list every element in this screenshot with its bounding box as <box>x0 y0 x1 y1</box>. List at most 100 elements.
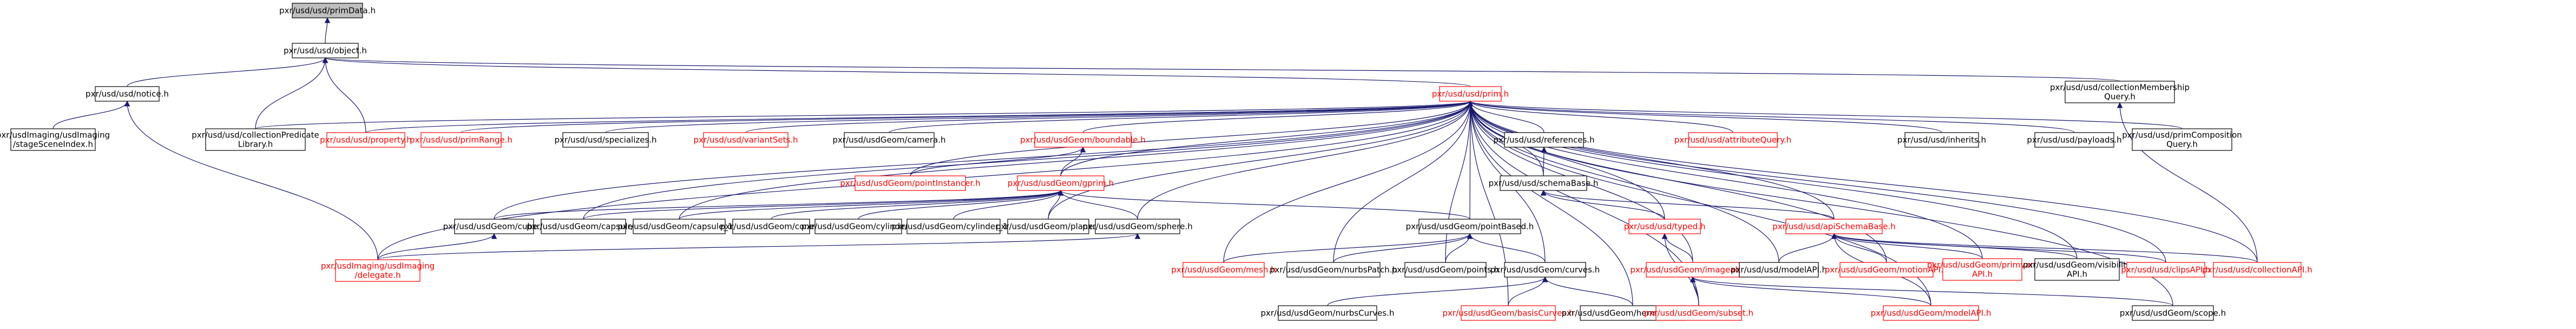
header-node-cube[interactable]: pxr/usd/usdGeom/cube.h <box>443 219 546 234</box>
header-node-cylinder[interactable]: pxr/usd/usdGeom/cylinder.h <box>801 219 916 234</box>
header-node-clipsAPI[interactable]: pxr/usd/usd/clipsAPI.h <box>2121 262 2211 278</box>
header-node-boundable[interactable]: pxr/usd/usdGeom/boundable.h <box>1020 132 1146 148</box>
header-node-imagingStage[interactable]: pxr/usdImaging/usdImaging/stageSceneInde… <box>0 128 110 151</box>
edge-gprim-capsule11 <box>679 189 1064 220</box>
header-node-references[interactable]: pxr/usd/usd/references.h <box>1493 132 1595 148</box>
edge-prim-collPred <box>255 100 1473 129</box>
header-node-notice[interactable]: pxr/usd/usd/notice.h <box>86 86 169 102</box>
node-box <box>292 3 363 18</box>
edge-apiSchemaBase-modelAPIusd <box>1778 233 1837 263</box>
node-box <box>1646 262 1740 278</box>
header-node-sphere[interactable]: pxr/usd/usdGeom/sphere.h <box>1082 219 1193 234</box>
node-label: pxr/usd/usd/prim.h <box>1432 89 1509 99</box>
node-label: Query.h <box>2166 140 2198 149</box>
edge-object-collMember <box>323 57 2120 82</box>
node-box <box>2132 128 2232 151</box>
header-node-curves[interactable]: pxr/usd/usdGeom/curves.h <box>1490 262 1600 278</box>
edge-prim-boundable <box>1082 100 1474 133</box>
node-label: pxr/usd/usd/references.h <box>1493 135 1594 145</box>
node-box <box>2126 262 2205 278</box>
node-label: pxr/usd/usd/primData.h <box>279 6 376 16</box>
header-node-object[interactable]: pxr/usd/usd/object.h <box>284 43 367 58</box>
header-node-mesh[interactable]: pxr/usd/usdGeom/mesh.h <box>1171 262 1276 278</box>
header-node-pointBased[interactable]: pxr/usd/usdGeom/pointBased.h <box>1406 219 1534 234</box>
edge-gprim-sphere <box>1057 189 1138 220</box>
edge-boundable-pointInstancer <box>910 146 1086 176</box>
header-node-nurbsCurves[interactable]: pxr/usd/usdGeom/nurbsCurves.h <box>1261 305 1395 321</box>
edge-primData-object <box>324 17 331 44</box>
node-box <box>1278 305 1377 321</box>
header-node-variantSets[interactable]: pxr/usd/usd/variantSets.h <box>693 132 798 148</box>
header-node-delegate[interactable]: pxr/usdImaging/usdImaging/delegate.h <box>321 259 435 282</box>
node-label: pxr/usd/usd/typed.h <box>1624 222 1706 232</box>
edge-imageable-scope <box>1690 276 2173 306</box>
node-box <box>1504 132 1584 148</box>
edge-typed-imageable <box>1661 233 1693 263</box>
edge-prim-pointInstancer <box>910 100 1474 176</box>
edge-object-property <box>322 57 366 133</box>
header-node-imageable[interactable]: pxr/usd/usdGeom/imageable.h <box>1630 262 1756 278</box>
header-node-modelAPIgeom[interactable]: pxr/usd/usdGeom/modelAPI.h <box>1871 305 1992 321</box>
header-node-nurbsPatch[interactable]: pxr/usd/usdGeom/nurbsPatch.h <box>1270 262 1397 278</box>
edge-prim-inherits <box>1467 100 1942 133</box>
header-node-attributeQuery[interactable]: pxr/usd/usd/attributeQuery.h <box>1674 132 1792 148</box>
edge-prim-nurbsPatch <box>1333 100 1474 263</box>
header-node-subset[interactable]: pxr/usd/usdGeom/subset.h <box>1644 305 1753 321</box>
edge-prim-plane <box>1048 100 1474 220</box>
node-label: pxr/usd/usdGeom/gprim.h <box>1008 179 1114 188</box>
header-node-gprim[interactable]: pxr/usd/usdGeom/gprim.h <box>1008 175 1114 191</box>
node-label: pxr/usd/usdGeom/points.h <box>1392 265 1499 275</box>
header-node-cone[interactable]: pxr/usd/usdGeom/cone.h <box>720 219 823 234</box>
node-label: pxr/usdImaging/usdImaging <box>0 130 110 140</box>
header-node-cylinder11[interactable]: pxr/usd/usdGeom/cylinder_1.h <box>891 219 1016 234</box>
node-label: pxr/usd/usdGeom/visibility <box>2023 260 2131 270</box>
header-node-capsule[interactable]: pxr/usd/usdGeom/capsule.h <box>527 219 640 234</box>
header-node-payloads[interactable]: pxr/usd/usd/payloads.h <box>2027 132 2122 148</box>
node-box <box>2213 262 2302 278</box>
header-node-scope[interactable]: pxr/usd/usdGeom/scope.h <box>2120 305 2226 321</box>
header-node-specializes[interactable]: pxr/usd/usd/specializes.h <box>554 132 657 148</box>
header-node-inherits[interactable]: pxr/usd/usd/inherits.h <box>1897 132 1986 148</box>
node-label: Query.h <box>2104 92 2135 102</box>
node-box <box>2034 132 2114 148</box>
edge-prim-points <box>1445 100 1474 263</box>
edge-prim-sphere <box>1137 100 1474 220</box>
edge-apiSchemaBase-collectionAPI <box>1831 233 2258 263</box>
header-node-collectionAPI[interactable]: pxr/usd/usd/collectionAPI.h <box>2202 262 2312 278</box>
header-node-points[interactable]: pxr/usd/usdGeom/points.h <box>1392 262 1499 278</box>
header-node-primRange[interactable]: pxr/usd/usd/primRange.h <box>410 132 512 148</box>
node-box <box>814 219 902 234</box>
header-node-modelAPIusd[interactable]: pxr/usd/usd/modelAPI.h <box>1731 262 1827 278</box>
node-box <box>1688 132 1778 148</box>
header-node-prim[interactable]: pxr/usd/usd/prim.h <box>1432 86 1509 102</box>
header-node-camera[interactable]: pxr/usd/usdGeom/camera.h <box>833 132 946 148</box>
node-box <box>1883 305 1979 321</box>
header-node-motionAPI[interactable]: pxr/usd/usdGeom/motionAPI.h <box>1825 262 1949 278</box>
node-box <box>1504 262 1586 278</box>
header-node-plane[interactable]: pxr/usd/usdGeom/plane.h <box>996 219 1101 234</box>
header-node-property[interactable]: pxr/usd/usd/property.h <box>320 132 412 148</box>
edge-prim-property <box>365 100 1473 133</box>
header-node-pointInstancer[interactable]: pxr/usd/usdGeom/pointInstancer.h <box>840 175 981 191</box>
node-box <box>1500 175 1587 191</box>
node-box <box>95 86 160 102</box>
header-node-apiSchemaBase[interactable]: pxr/usd/usd/apiSchemaBase.h <box>1772 219 1896 234</box>
edge-prim-gprim <box>1060 100 1474 176</box>
node-box <box>1095 219 1180 234</box>
edge-gprim-cone <box>771 189 1064 220</box>
header-node-capsule11[interactable]: pxr/usd/usdGeom/capsule_1.h <box>617 219 741 234</box>
edge-sphere-delegate <box>377 233 1140 260</box>
edge-prim-typed <box>1467 100 1665 220</box>
edge-gprim-cylinder <box>858 189 1064 220</box>
edge-prim-primvarsAPI <box>1467 100 1983 259</box>
header-node-typed[interactable]: pxr/usd/usd/typed.h <box>1624 219 1706 234</box>
header-node-basisCurves[interactable]: pxr/usd/usdGeom/basisCurves.h <box>1443 305 1574 321</box>
node-box <box>1942 258 2022 281</box>
header-node-schemaBase[interactable]: pxr/usd/usd/schemaBase.h <box>1489 175 1599 191</box>
node-label: pxr/usd/usdGeom/capsule_1.h <box>617 222 740 232</box>
